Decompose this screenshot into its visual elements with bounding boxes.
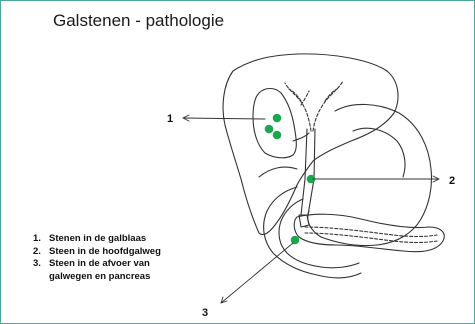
legend-number: 3.: [33, 258, 49, 283]
legend-list: 1. Stenen in de galblaas 2. Steen in de …: [33, 233, 179, 283]
gallbladder: [253, 89, 296, 158]
duodenum-outer: [264, 187, 361, 278]
gallstone: [273, 131, 282, 140]
marker-2: 2: [449, 175, 455, 187]
liver-outline: [223, 54, 398, 235]
common-bile-duct-right: [308, 129, 315, 215]
legend-text: Steen in de hoofdgalweg: [49, 246, 179, 259]
ampulla-stone: [291, 236, 300, 245]
liver-lobe-line: [259, 167, 297, 177]
legend-item: 2. Steen in de hoofdgalweg: [33, 246, 179, 259]
stomach-inner: [353, 128, 405, 177]
marker-1: 1: [167, 113, 173, 125]
marker-3: 3: [202, 307, 208, 319]
legend-item: 3. Steen in de afvoer van galwegen en pa…: [33, 258, 179, 283]
gallstone: [265, 125, 274, 134]
legend-item: 1. Stenen in de galblaas: [33, 233, 179, 246]
legend-text: Stenen in de galblaas: [49, 233, 179, 246]
ampulla: [299, 215, 309, 227]
pancreatic-duct: [305, 227, 437, 243]
gallstone: [273, 114, 282, 123]
common-bile-duct-left: [301, 129, 307, 215]
duodenum-inner: [279, 199, 359, 268]
stomach-outline: [308, 104, 432, 245]
legend-number: 1.: [33, 233, 49, 246]
arrow-3: [221, 243, 293, 303]
legend-number: 2.: [33, 246, 49, 259]
pointer-arrows: [183, 115, 439, 303]
legend-text: Steen in de afvoer van galwegen en pancr…: [49, 258, 179, 283]
